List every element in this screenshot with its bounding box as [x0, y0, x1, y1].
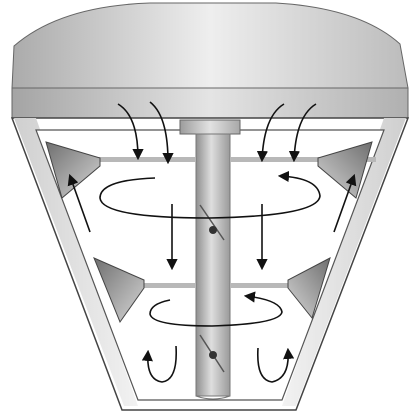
shaft-collar — [180, 120, 240, 134]
upper-hub — [209, 226, 217, 234]
lid-band — [12, 88, 408, 118]
lower-hub — [209, 351, 217, 359]
tank-lid — [12, 3, 408, 118]
